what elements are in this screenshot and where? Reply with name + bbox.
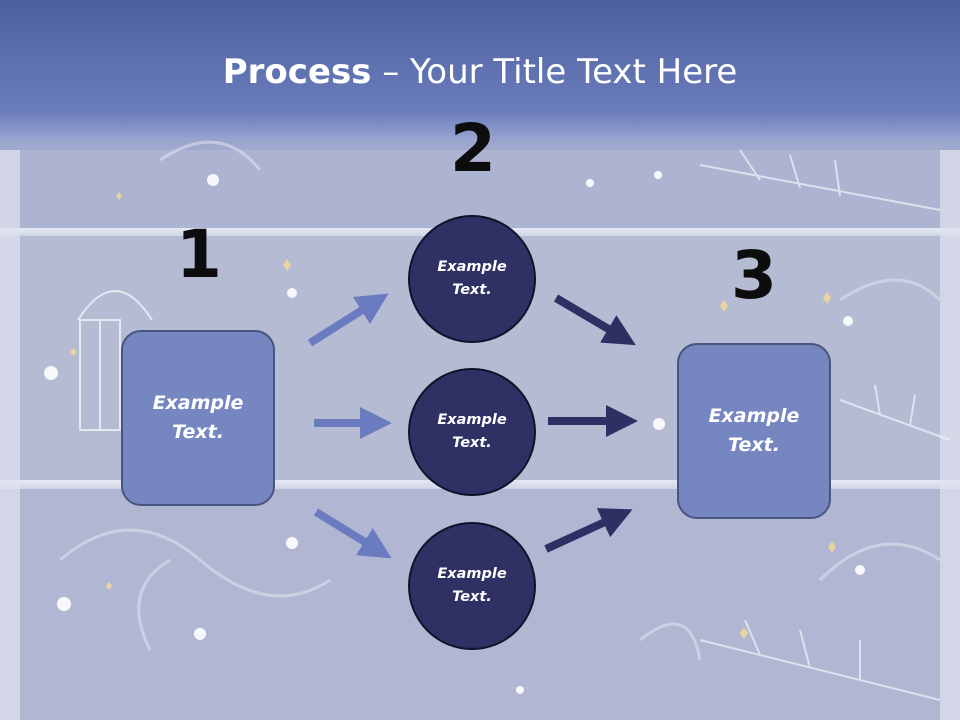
step-1-text: Example Text. [152,392,244,443]
arrow-2-top-to-3 [553,294,636,346]
title-bold: Process [222,52,372,92]
arrow-1-to-2-top [307,293,389,347]
arrow-1-to-2-bottom [313,508,392,559]
page-title: Process – Your Title Text Here [0,52,960,92]
title-rest: – Your Title Text Here [371,52,738,92]
step-1-box: Example Text. [121,330,275,506]
step-3-text: Example Text. [708,405,800,456]
step-1-number: 1 [176,216,222,293]
step-2-bottom-text: Example Text. [437,566,507,605]
step-2-circle-top: Example Text. [408,215,536,343]
step-3-box: Example Text. [677,343,831,519]
step-3-number: 3 [731,237,777,314]
arrow-2-bottom-to-3 [544,508,633,553]
step-2-circle-middle: Example Text. [408,368,536,496]
step-2-top-text: Example Text. [437,259,507,298]
step-2-circle-bottom: Example Text. [408,522,536,650]
step-2-middle-text: Example Text. [437,412,507,451]
step-2-number: 2 [450,110,496,187]
